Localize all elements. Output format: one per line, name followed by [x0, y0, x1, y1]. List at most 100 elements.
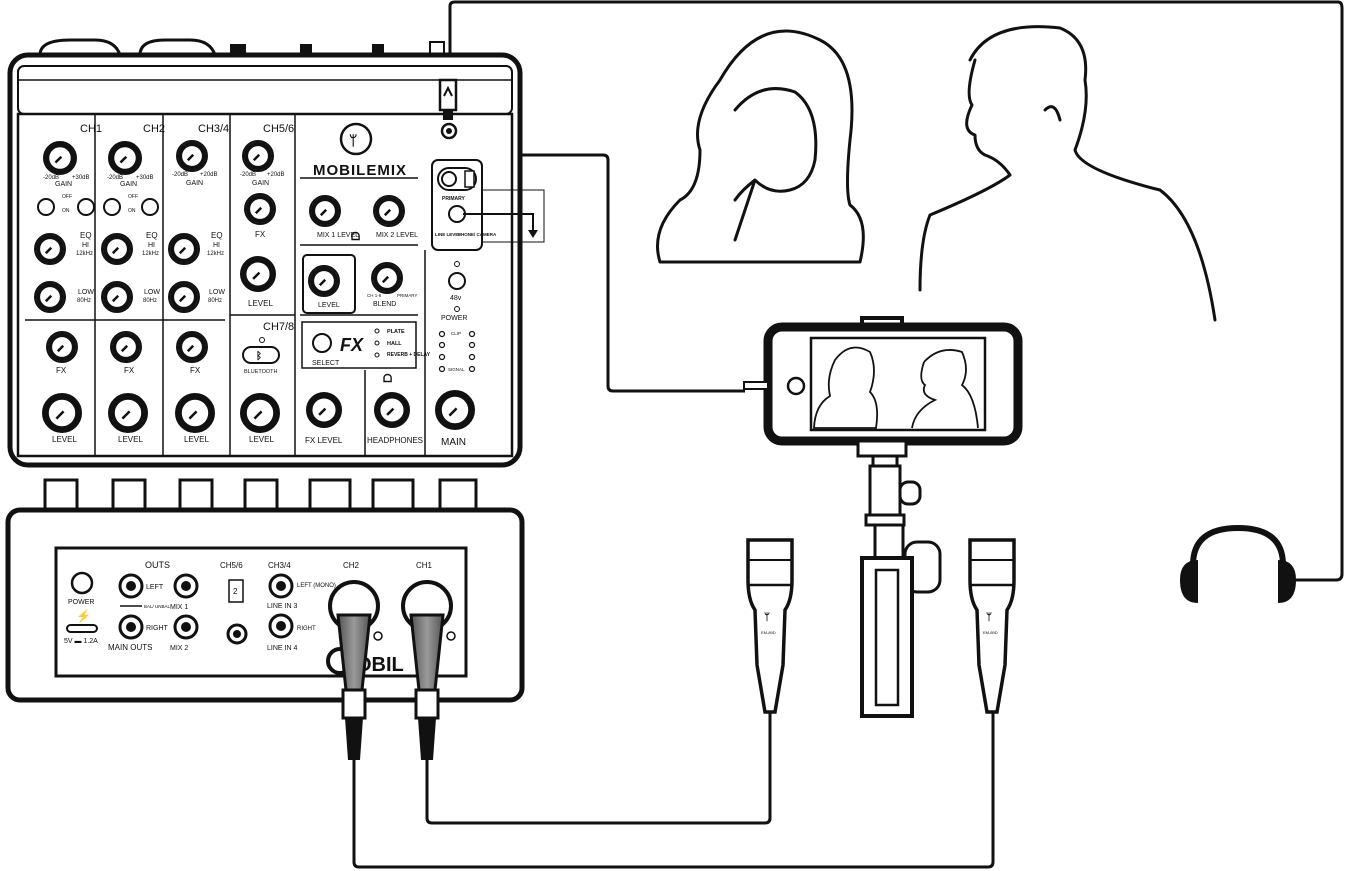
ch34-hi-knob[interactable]	[168, 233, 200, 265]
ch56-fx-label: FX	[255, 230, 266, 239]
ch1-level-label: LEVEL	[52, 435, 77, 444]
microphone-left: ᛘ EM-89D	[746, 538, 794, 714]
ch34-fx-knob[interactable]	[176, 331, 208, 363]
phantom-48v-button[interactable]	[448, 272, 466, 290]
phone-cable-plug	[743, 381, 769, 390]
fx-mode-plate: PLATE	[387, 329, 405, 335]
ch2-off-label: OFF	[128, 194, 138, 200]
ch2-hi-knob[interactable]	[101, 233, 133, 265]
knob-group	[34, 140, 475, 433]
ch56b-level-knob[interactable]	[240, 393, 280, 433]
bluetooth-icon: ᛒ	[256, 350, 262, 362]
ch1-switch[interactable]: OFF ON	[37, 194, 95, 216]
mic-left-model: EM-89D	[761, 630, 776, 635]
ch2-eq-label: EQ	[146, 231, 158, 240]
ch56-level-label: LEVEL	[248, 299, 273, 308]
mic2-cable	[352, 712, 995, 869]
headphones-icon: ᗝ	[383, 373, 392, 385]
ch2-low-freq: 80Hz	[143, 298, 157, 304]
rear-power-label: POWER	[68, 599, 94, 606]
mixer-top-panel: CH1 CH2 CH3/4 CH5/6 CH7/8 -20dB +30dB GA…	[7, 38, 545, 468]
bal-unbal-label: BAL/ UNBAL	[144, 604, 171, 609]
people-illustration	[656, 25, 1217, 322]
ch56-level-knob[interactable]	[240, 256, 276, 292]
fx-select-label: SELECT	[312, 360, 340, 367]
left-mono-label: LEFT (MONO)	[297, 583, 336, 589]
ch1-eq-label: EQ	[80, 231, 92, 240]
mixer-rear-panel: POWER ⚡ 5V ▬ 1.2A OUTS LEFT RIGHT BAL/ U…	[5, 478, 525, 760]
ch2-level-knob[interactable]	[108, 393, 148, 433]
mackie-logo-glyph: ᛘ	[349, 132, 357, 148]
xlr-plug-ch2	[336, 613, 372, 760]
ch34-eq-label: EQ	[211, 231, 223, 240]
ch56b-level-label: LEVEL	[249, 435, 274, 444]
phone-camera-label: PHONE/ CAMERA	[458, 232, 497, 237]
phone-rig	[743, 316, 1023, 718]
mix1-out-label: MIX 1	[170, 604, 188, 611]
woman-silhouette	[656, 29, 865, 264]
ch2-gain-min: -20dB	[107, 175, 123, 181]
ch1-hi-label: HI	[82, 242, 89, 249]
ch34-low-label: LOW	[209, 289, 225, 296]
bluetooth-button[interactable]	[242, 346, 280, 364]
ch2-fx-knob[interactable]	[110, 331, 142, 363]
signal-label: SIGNAL	[448, 367, 465, 372]
primary-level-label: LEVEL	[318, 302, 340, 309]
fx-mode-reverb-delay: REVERB + DELAY	[387, 352, 431, 358]
blend-right-label: PRIMARY	[397, 293, 417, 298]
rear-ch56-label: CH5/6	[220, 561, 243, 570]
ch78-label: CH7/8	[263, 321, 294, 333]
mix1-level-label: MIX 1 LEVEL	[317, 232, 359, 239]
fx-level-knob[interactable]	[306, 392, 342, 428]
outs-label: OUTS	[145, 560, 170, 570]
ch34-gain-knob[interactable]	[176, 140, 208, 172]
ch2-switch[interactable]: OFF ON	[103, 194, 159, 216]
xlr-plug-ch1	[409, 613, 445, 760]
out-right-label: RIGHT	[146, 625, 169, 632]
ch1-level-knob[interactable]	[42, 393, 82, 433]
ch34-level-label: LEVEL	[184, 435, 209, 444]
phone-home-button[interactable]	[786, 376, 806, 396]
ch2-on-label: ON	[128, 208, 136, 214]
blend-knob[interactable]	[371, 262, 403, 294]
usb-c-port[interactable]	[66, 624, 98, 633]
ch56-label: CH5/6	[263, 123, 294, 135]
ch1-gain-max: +30dB	[72, 175, 90, 181]
ch34-level-knob[interactable]	[175, 393, 215, 433]
ch2-hi-freq: 12kHz	[142, 251, 159, 257]
ch34-gain-min: -20dB	[172, 172, 188, 178]
headphones-label: HEADPHONES	[367, 436, 423, 445]
ch2-gain-knob[interactable]	[108, 141, 142, 175]
mic-right-model: EM-89D	[983, 630, 998, 635]
ch56-fx-knob[interactable]	[244, 193, 276, 225]
ch34-gain-max: +20dB	[200, 172, 218, 178]
rear-ch2-label: CH2	[343, 561, 360, 570]
headphones-level-knob[interactable]	[374, 392, 410, 428]
fx-select-button[interactable]	[312, 333, 332, 353]
ch34-low-knob[interactable]	[168, 281, 200, 313]
headphone-cable	[448, 0, 1344, 582]
ch56-gain-knob[interactable]	[242, 140, 274, 172]
ch1-gain-knob[interactable]	[43, 141, 77, 175]
ch2-gain-max: +30dB	[136, 175, 154, 181]
ch2-low-knob[interactable]	[101, 281, 133, 313]
ch1-fx-knob[interactable]	[46, 331, 78, 363]
primary-level-knob[interactable]	[308, 265, 340, 297]
line-level-label: LINE LEVEL	[435, 232, 461, 237]
power-label: POWER	[441, 315, 467, 322]
rear-ch1-label: CH1	[416, 561, 433, 570]
brand-label: MOBILEMIX	[313, 162, 407, 179]
rear-brand: OBIL	[356, 654, 404, 676]
ch1-low-knob[interactable]	[34, 281, 66, 313]
mix2-knob[interactable]	[373, 195, 405, 227]
ch34-low-freq: 80Hz	[208, 298, 222, 304]
mix1-knob[interactable]	[309, 195, 341, 227]
main-level-knob[interactable]	[435, 390, 475, 430]
primary-switch[interactable]	[448, 205, 466, 223]
rear-power-button[interactable]	[70, 571, 94, 595]
primary-label: PRIMARY	[442, 196, 466, 202]
mic1-cable	[425, 712, 772, 825]
ch1-hi-knob[interactable]	[34, 233, 66, 265]
